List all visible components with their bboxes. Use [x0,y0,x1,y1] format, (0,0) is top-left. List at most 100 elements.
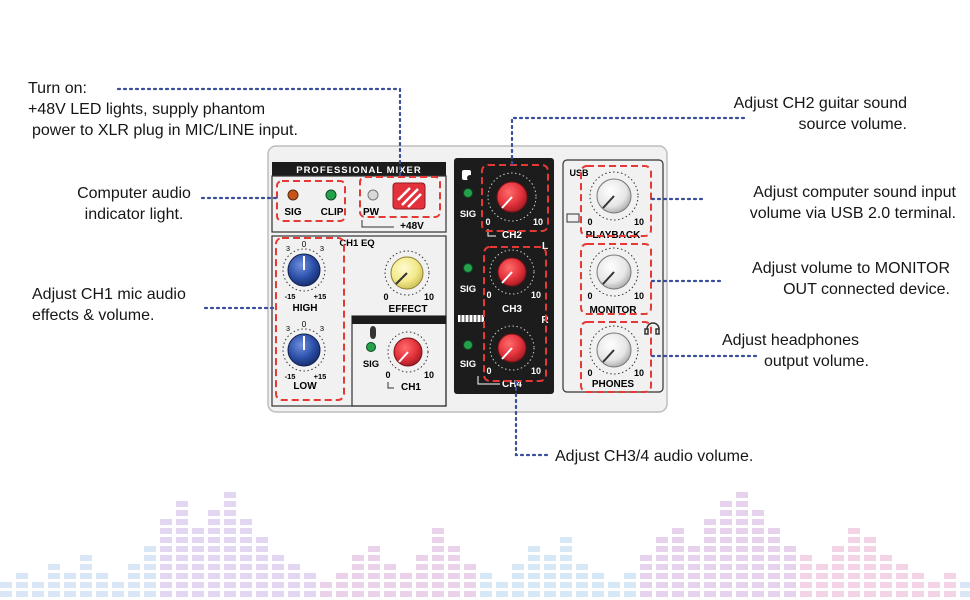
eq-block [672,573,684,579]
eq-block [208,510,220,516]
eq-block [672,537,684,543]
eq-block [912,591,924,597]
sig-clip-highlight [276,180,346,222]
ch4-knob[interactable] [489,325,535,371]
eq-block [752,546,764,552]
eq-block [80,573,92,579]
eq-block [848,555,860,561]
eq-block [880,591,892,597]
effect-knob[interactable] [384,250,430,296]
eq-block [752,582,764,588]
eq-block [720,573,732,579]
ch3-label: CH3 [502,304,522,315]
eq-block [48,573,60,579]
ch3-knob[interactable] [489,249,535,295]
eq-block [224,564,236,570]
annotation-phantom-line2: +48V LED lights, supply phantom [28,101,266,118]
annotation-monitor: Adjust volume to MONITOR OUT connected d… [700,258,950,300]
eq-block [848,591,860,597]
eq-block [448,555,460,561]
eq-block [848,537,860,543]
eq-block [208,519,220,525]
playback-knob[interactable] [589,171,639,221]
eq-block [208,528,220,534]
eq-block [448,573,460,579]
eq-block [768,564,780,570]
eq-block [704,573,716,579]
eq-block [176,501,188,507]
high-scale-max: +15 [314,292,327,301]
eq-block [96,582,108,588]
eq-block [240,555,252,561]
eq-block [224,546,236,552]
eq-block [832,591,844,597]
eq-block [192,582,204,588]
eq-block [688,564,700,570]
eq-block [672,591,684,597]
eq-block [544,555,556,561]
low-knob[interactable] [282,328,326,372]
eq-block [672,555,684,561]
eq-block [256,582,268,588]
eq-block [288,591,300,597]
eq-block [656,564,668,570]
eq-block [176,546,188,552]
eq-block [688,546,700,552]
annotation-computer-indicator-line1: Computer audio [77,185,191,202]
ch2-label: CH2 [502,230,522,241]
eq-block [176,528,188,534]
eq-block [528,564,540,570]
eq-block [752,519,764,525]
high-knob[interactable] [282,248,326,292]
usb-label: USB [569,168,589,178]
eq-block [480,591,492,597]
eq-block [720,537,732,543]
eq-block [592,582,604,588]
eq-block [128,564,140,570]
ch2-knob[interactable] [487,172,537,222]
eq-block [432,546,444,552]
eq-block [448,546,460,552]
eq-block [608,591,620,597]
ch1-knob[interactable] [387,331,429,373]
annotation-headphones-line1: Adjust headphones [722,332,859,349]
eq-block [352,591,364,597]
monitor-knob[interactable] [589,247,639,297]
eq-block [288,582,300,588]
eq-block [608,582,620,588]
eq-block [208,537,220,543]
phones-scale-min: 0 [587,368,592,378]
eq-block [736,573,748,579]
eq-block [304,582,316,588]
phones-knob[interactable] [589,325,639,375]
eq-block [48,591,60,597]
eq-block [0,582,12,588]
eq-block [416,591,428,597]
eq-block [192,555,204,561]
eq-block [832,582,844,588]
eq-block [768,555,780,561]
high-label: HIGH [293,303,318,314]
l-label: L [542,241,548,252]
eq-block [176,519,188,525]
eq-block [272,582,284,588]
eq-block [656,582,668,588]
eq-block [32,582,44,588]
annotation-ch2: Adjust CH2 guitar sound source volume. [660,93,907,135]
eq-block [560,546,572,552]
eq-block [672,528,684,534]
annotation-phantom-line3: power to XLR plug in MIC/LINE input. [32,122,298,139]
eq-block [688,582,700,588]
eq-block [800,582,812,588]
eq-block [944,573,956,579]
eq-block [672,564,684,570]
eq-block [512,564,524,570]
eq-block [448,582,460,588]
eq-block [704,555,716,561]
eq-block [768,582,780,588]
eq-block [640,573,652,579]
eq-block [80,555,92,561]
eq-block [176,582,188,588]
eq-block [304,573,316,579]
eq-block [864,564,876,570]
